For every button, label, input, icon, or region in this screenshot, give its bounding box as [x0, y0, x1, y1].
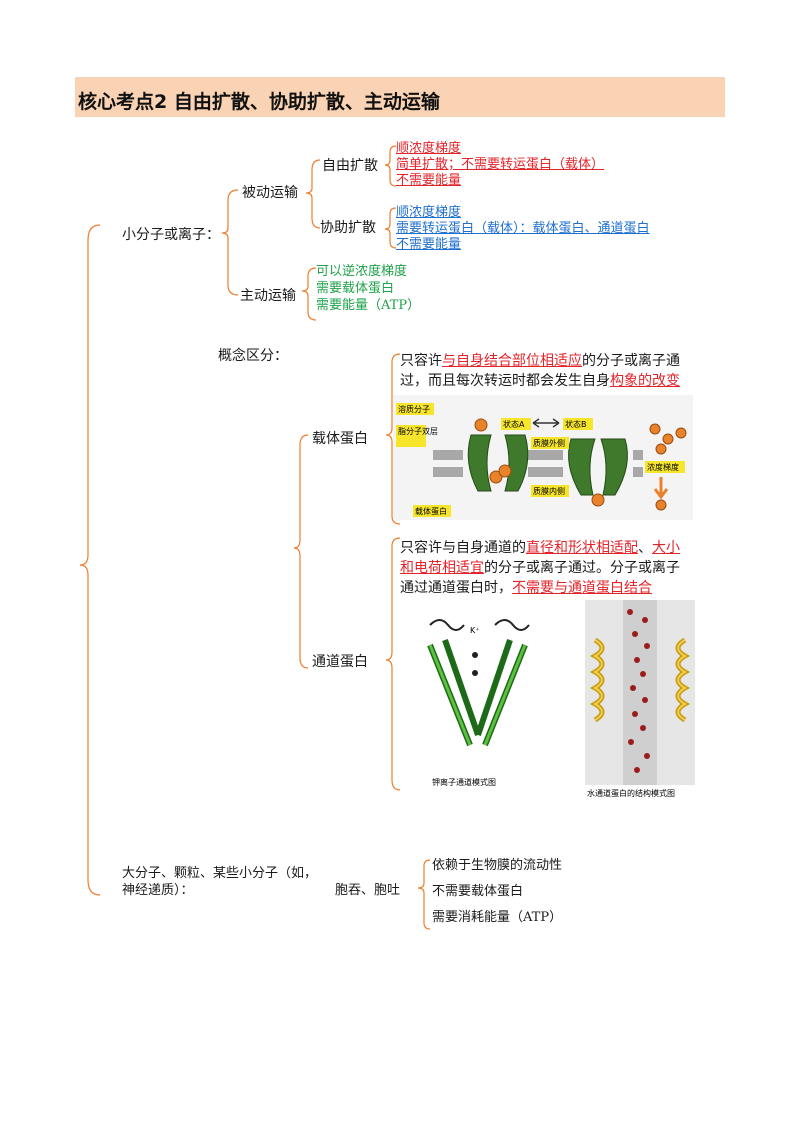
free-diffusion-label: 自由扩散 — [322, 158, 378, 174]
state-b-label: 状态B — [565, 419, 587, 429]
carrier-protein-figure-label: 载体蛋白 — [415, 506, 447, 516]
facilitated-item-1: 顺浓度梯度 — [396, 205, 462, 220]
large-brace — [417, 859, 431, 930]
large-item-1: 依赖于生物膜的流动性 — [432, 858, 563, 873]
large-molecule-label-line2: 神经递质）： — [122, 883, 194, 898]
free-item-1: 顺浓度梯度 — [396, 141, 462, 156]
channel-description: 只容许与自身通道的直径和形状相适配、大小和电荷相适宜的分子或离子通过。分子或离子… — [400, 540, 680, 596]
large-molecule-label-line1: 大分子、颗粒、某些小分子（如， — [122, 866, 318, 881]
small-brace — [221, 189, 239, 296]
free-item-2: 简单扩散；不需要转运蛋白（载体） — [396, 157, 605, 172]
aquaporin-figure: 水通道蛋白的结构模式图 — [585, 600, 695, 798]
solute-label: 溶质分子 — [398, 404, 430, 414]
page-title: 核心考点2 自由扩散、协助扩散、主动运输 — [78, 91, 440, 113]
facilitated-brace — [384, 207, 397, 249]
channel-brace — [385, 537, 401, 791]
passive-label: 被动运输 — [242, 185, 298, 201]
potassium-channel-caption: 钾离子通道模式图 — [432, 777, 496, 787]
potassium-channel-figure: K⁺ 钾离子通道模式图 — [410, 605, 545, 790]
large-item-2: 不需要载体蛋白 — [432, 884, 524, 899]
small-molecule-label: 小分子或离子： — [122, 227, 220, 243]
carrier-protein-label: 载体蛋白 — [312, 431, 368, 447]
passive-brace — [305, 159, 321, 229]
active-item-2: 需要载体蛋白 — [316, 281, 395, 296]
facilitated-item-2: 需要转运蛋白（载体）：载体蛋白、通道蛋白 — [396, 221, 650, 236]
endocytosis-exocytosis-label: 胞吞、胞吐 — [335, 883, 401, 898]
title-bar — [75, 77, 725, 117]
gradient-label: 浓度梯度 — [647, 462, 679, 472]
active-label: 主动运输 — [240, 288, 296, 304]
carrier-protein-figure: 溶质分子 脂分子双层 状态A 状态B 质膜外侧 质膜内侧 浓度梯度 载体蛋白 — [393, 395, 693, 520]
lipid-label: 脂分子双层 — [398, 426, 438, 436]
carrier-description: 只容许与自身结合部位相适应的分子或离子通过，而且每次转运时都会发生自身构象的改变 — [400, 353, 680, 389]
free-item-3: 不需要能量 — [396, 173, 462, 188]
concept-label: 概念区分： — [218, 348, 288, 364]
free-brace — [384, 145, 397, 187]
active-brace — [301, 267, 317, 321]
aquaporin-caption: 水通道蛋白的结构模式图 — [587, 788, 675, 798]
outside-label: 质膜外侧 — [533, 438, 565, 448]
concept-brace — [293, 434, 309, 669]
large-item-3: 需要消耗能量（ATP） — [432, 910, 563, 925]
carrier-brace — [385, 353, 401, 525]
active-item-3: 需要能量（ATP） — [316, 298, 421, 313]
facilitated-item-3: 不需要能量 — [396, 237, 462, 252]
potassium-ion-label: K⁺ — [470, 626, 479, 635]
inside-label: 质膜内侧 — [533, 486, 565, 496]
channel-protein-label: 通道蛋白 — [312, 654, 368, 670]
facilitated-diffusion-label: 协助扩散 — [320, 220, 376, 236]
state-a-label: 状态A — [503, 419, 525, 429]
active-item-1: 可以逆浓度梯度 — [316, 264, 408, 279]
outer-brace — [79, 224, 101, 896]
